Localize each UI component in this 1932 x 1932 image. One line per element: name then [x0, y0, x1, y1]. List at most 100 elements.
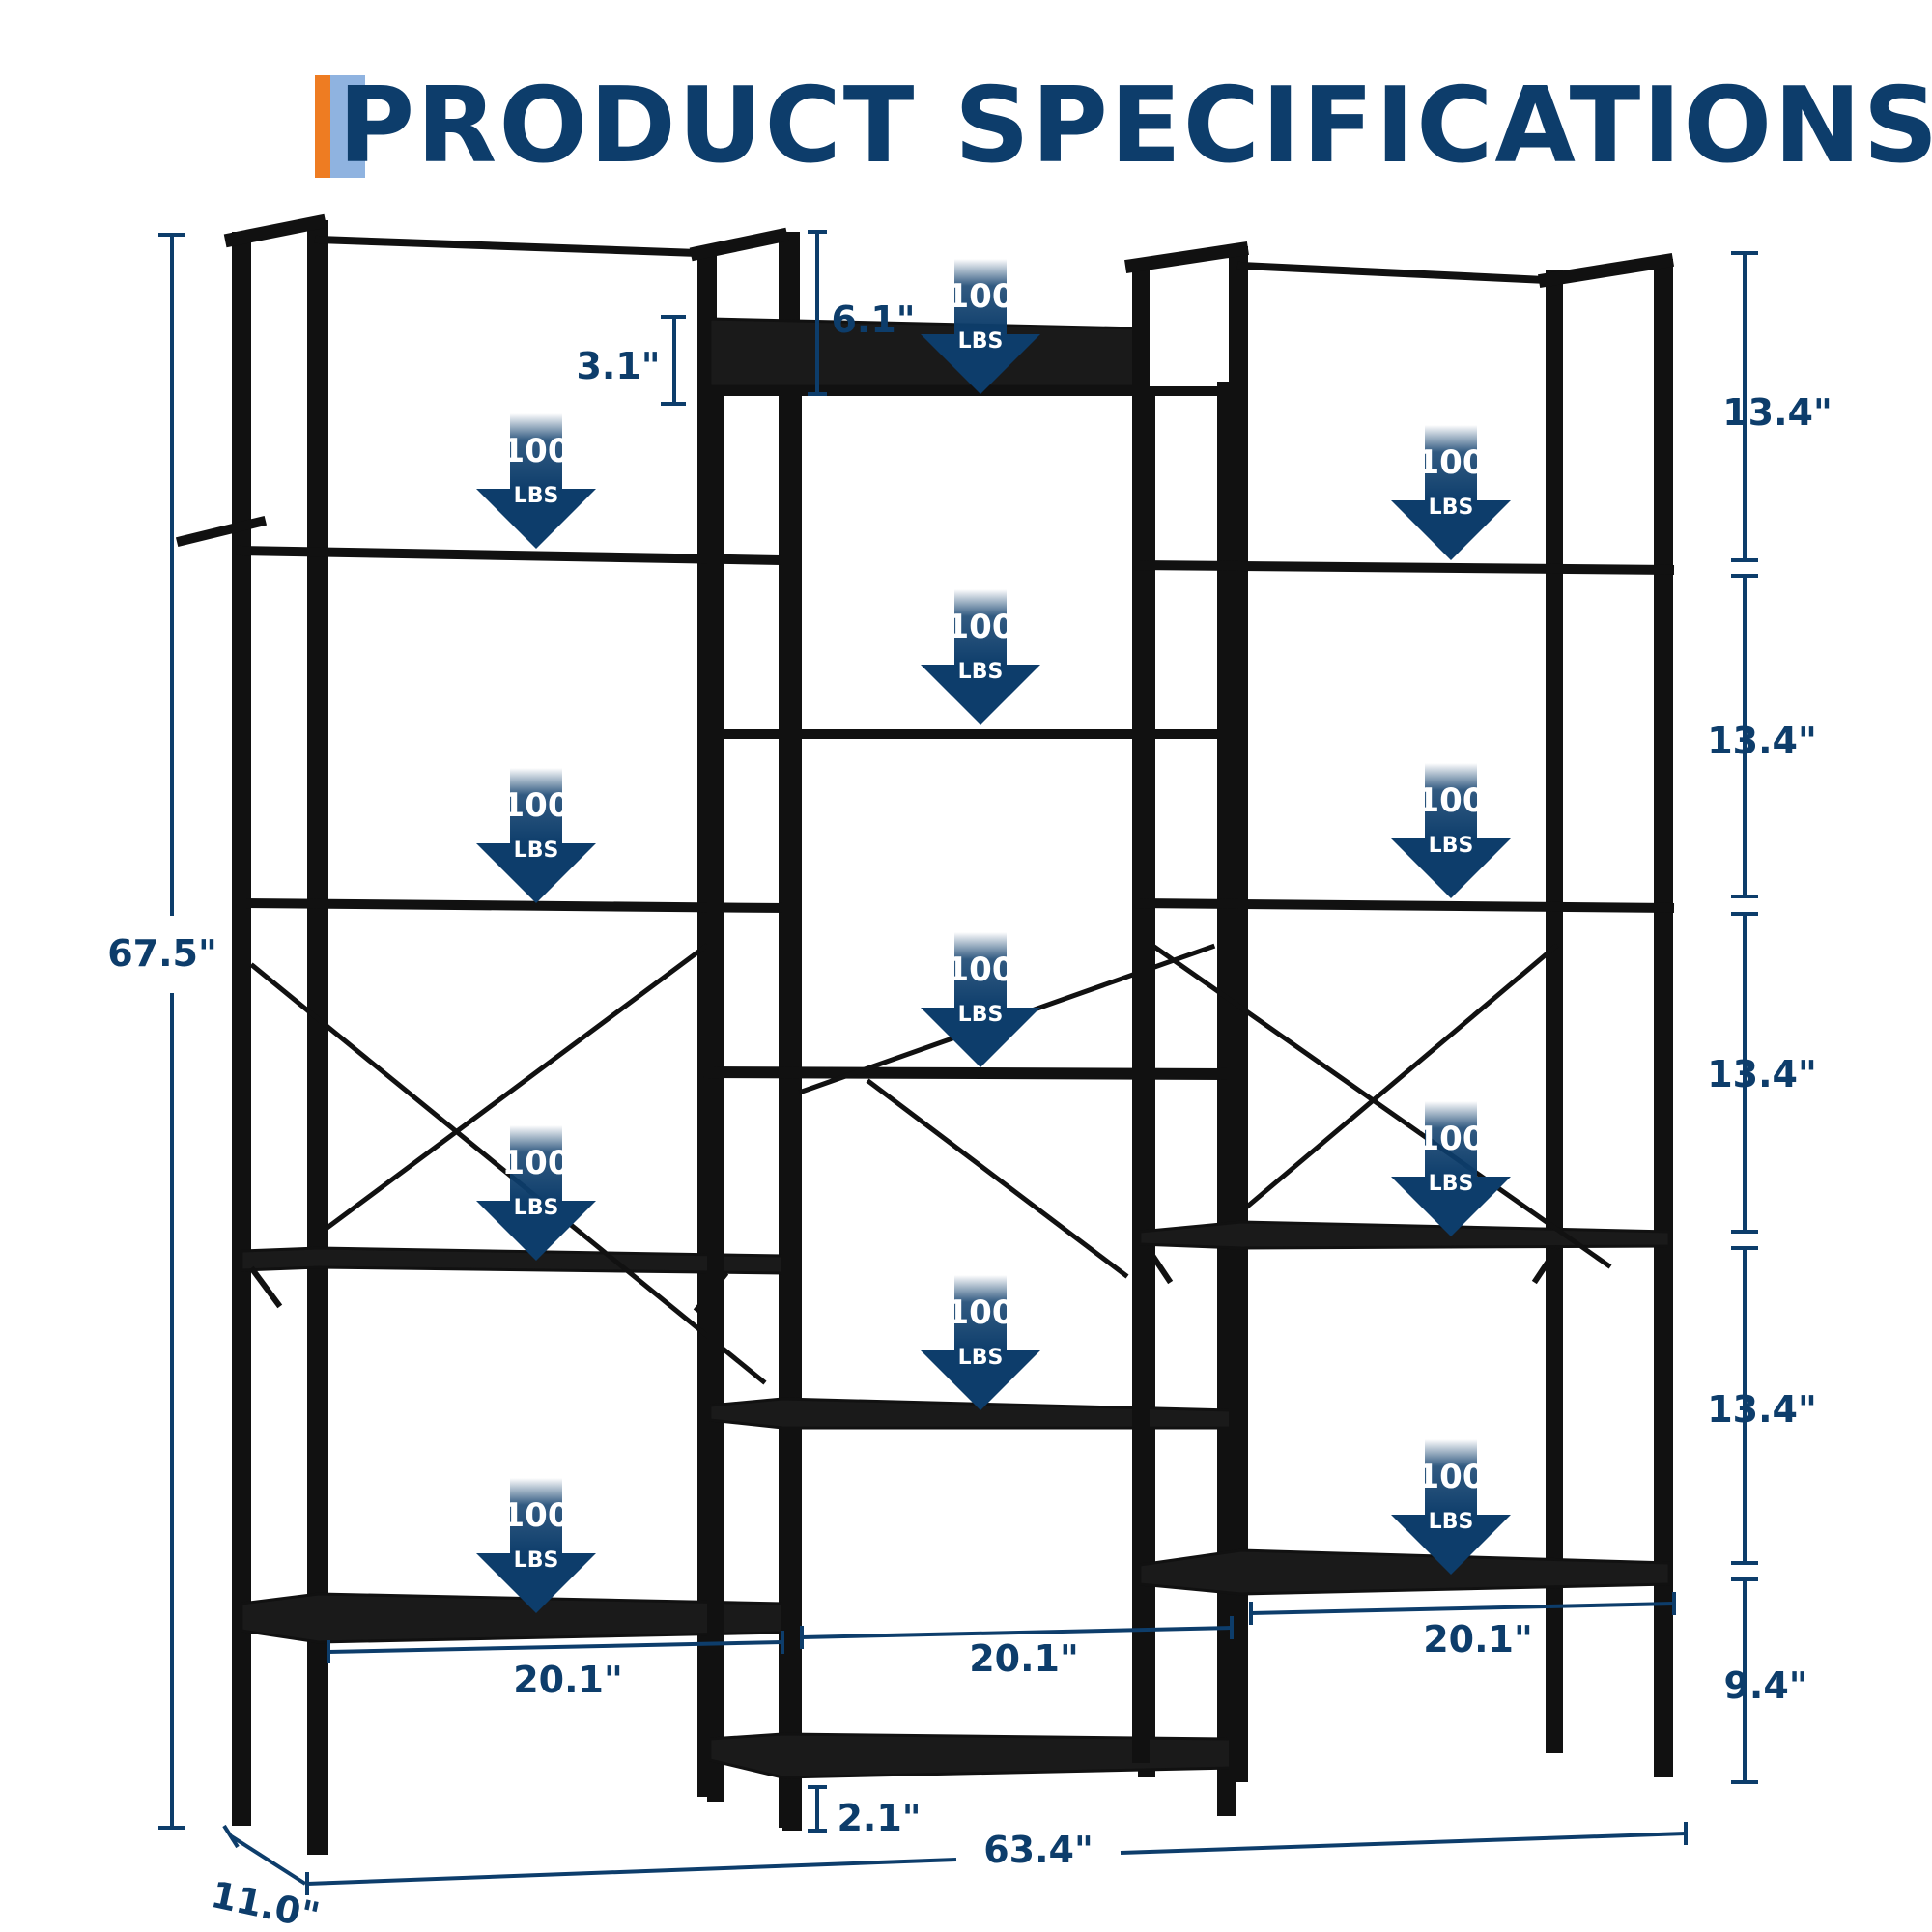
load-value: 100 [502, 1496, 571, 1535]
total-width-dimension-line [1120, 1832, 1687, 1855]
frame-post [782, 382, 802, 1831]
load-arrows: 100LBS100LBS100LBS100LBS100LBS100LBS100L… [476, 259, 1511, 1613]
dimension-lines [158, 230, 1758, 1895]
load-arrow-stem [1425, 763, 1477, 840]
bottom-spacing-label: 9.4" [1723, 1664, 1807, 1707]
shelf-board [703, 1065, 1238, 1081]
shelf-bracket [1531, 1246, 1560, 1285]
load-value: 100 [947, 951, 1015, 989]
load-unit: LBS [514, 1548, 559, 1573]
total-width-dimension-line [306, 1858, 957, 1886]
frame-rail [223, 213, 327, 248]
depth-dimension-tick [222, 1824, 240, 1849]
cross-brace [325, 943, 709, 1231]
dimension-labels: 67.5"3.1"6.1"13.4"13.4"13.4"13.4"9.4"20.… [107, 298, 1833, 1932]
unit-width-label: 20.1" [513, 1659, 623, 1701]
load-arrow-head [921, 334, 1040, 394]
load-arrow-stem [510, 768, 562, 845]
load-arrow-stem [1425, 425, 1477, 502]
frame-post [1132, 261, 1150, 1763]
total-height-label: 67.5" [107, 932, 217, 975]
unit-width-dimension-line [801, 1626, 1233, 1639]
load-arrow-head [1391, 1177, 1511, 1236]
load-value: 100 [947, 277, 1015, 316]
load-arrow-head [476, 489, 596, 549]
load-arrow-head [476, 1201, 596, 1261]
bottom-clearance-label: 2.1" [837, 1797, 921, 1839]
frame-post [307, 220, 328, 1855]
frame-rail [314, 235, 702, 258]
frame-post [1546, 270, 1563, 1753]
frame-rail [1537, 252, 1675, 289]
load-unit: LBS [1429, 496, 1474, 520]
shelf-board [236, 897, 788, 914]
shelf-bracket [248, 1265, 283, 1309]
title-accent-blue [330, 75, 365, 178]
page-title: PRODUCT SPECIFICATIONS [338, 66, 1932, 186]
load-unit: LBS [514, 1196, 559, 1220]
load-arrow-head [476, 843, 596, 903]
load-unit: LBS [958, 660, 1004, 684]
shelf-board [1134, 559, 1675, 576]
unit-width-dimension-line [327, 1640, 783, 1654]
load-arrow-head [921, 1350, 1040, 1410]
shelf-spacing-label: 13.4" [1707, 1053, 1817, 1095]
load-arrow-stem [1425, 1101, 1477, 1179]
load-unit: LBS [1429, 1172, 1474, 1196]
load-unit: LBS [1429, 1510, 1474, 1534]
load-arrow-head [476, 1553, 596, 1613]
hook [175, 515, 268, 548]
load-arrow-stem [954, 259, 1007, 336]
frame-rail [1124, 242, 1249, 273]
unit-width-label: 20.1" [969, 1637, 1079, 1680]
load-arrow-head [1391, 838, 1511, 898]
total-width-label: 63.4" [983, 1829, 1094, 1871]
load-value: 100 [502, 432, 571, 470]
bookshelf-frame [175, 213, 1675, 1855]
load-arrow-head [1391, 1515, 1511, 1575]
shelf-spacing-label: 13.4" [1722, 391, 1833, 434]
unit-width-label: 20.1" [1423, 1618, 1533, 1661]
shelf-board [1138, 1220, 1671, 1250]
load-value: 100 [1417, 1458, 1486, 1496]
load-arrow-stem [510, 1125, 562, 1203]
load-arrow-head [921, 665, 1040, 724]
cross-brace [1242, 943, 1559, 1211]
shelf-board [240, 1592, 784, 1644]
load-value: 100 [502, 1144, 571, 1182]
depth-dimension-line [228, 1833, 307, 1886]
load-value: 100 [947, 608, 1015, 646]
shelf-board [236, 545, 788, 566]
load-arrow-stem [510, 413, 562, 491]
frame-post [707, 386, 724, 1802]
load-unit: LBS [958, 1003, 1004, 1027]
load-value: 100 [1417, 1120, 1486, 1158]
title-accent-orange [315, 75, 330, 178]
frame-post [1229, 246, 1248, 1782]
frame-post [232, 232, 251, 1826]
load-unit: LBS [514, 484, 559, 508]
top-board [708, 317, 1142, 388]
unit-width-dimension-line [1250, 1602, 1675, 1615]
load-arrow-stem [954, 932, 1007, 1009]
load-arrow-head [921, 1008, 1040, 1067]
top-rail-label: 3.1" [576, 345, 660, 387]
load-value: 100 [502, 786, 571, 825]
load-arrow-stem [1425, 1439, 1477, 1517]
cross-brace [866, 1078, 1129, 1279]
shelf-bracket [1145, 1246, 1174, 1285]
load-arrow-stem [510, 1478, 562, 1555]
frame-post [1654, 259, 1673, 1777]
